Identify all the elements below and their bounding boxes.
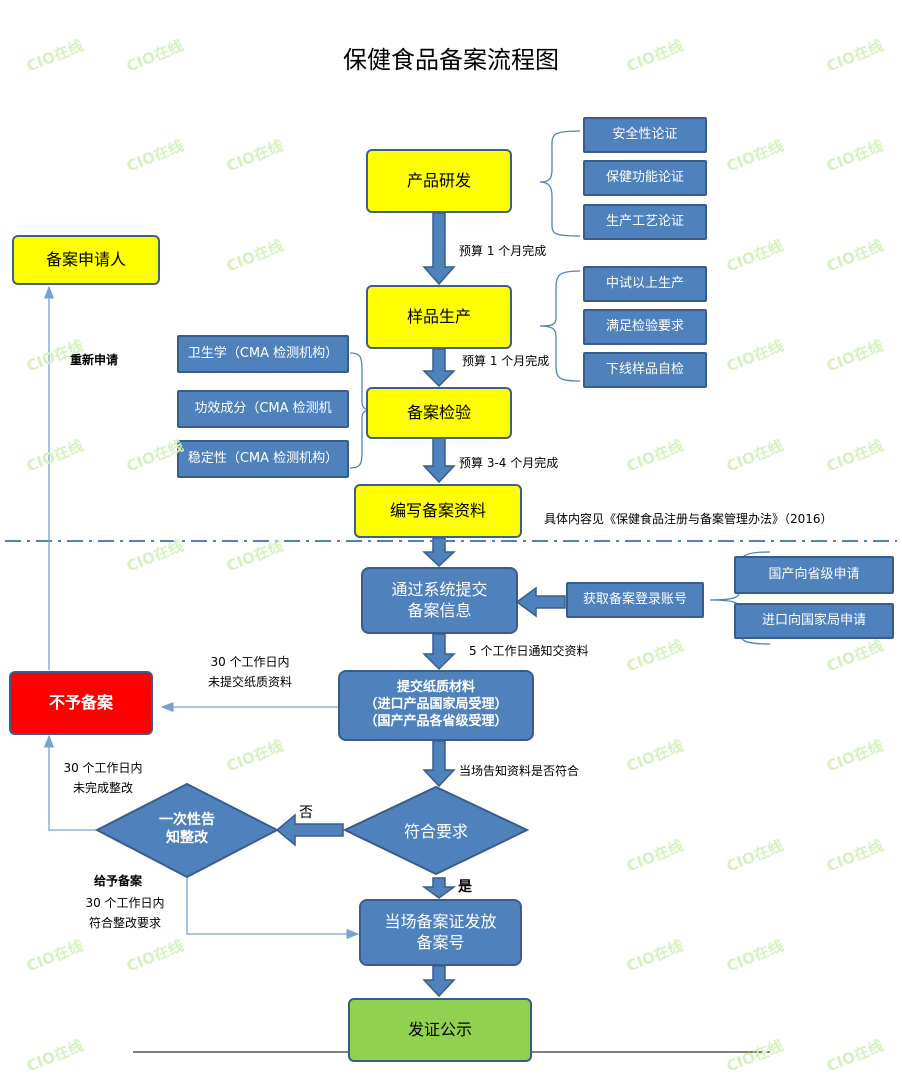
account-box: 获取备案登录账号 <box>566 582 704 618</box>
decision-one-time-notice-label: 一次性告 知整改 <box>159 812 215 847</box>
production-item: 满足检验要求 <box>583 309 707 345</box>
arrow-paper-to-decision <box>422 740 456 788</box>
label-no: 否 <box>299 805 313 821</box>
node-publicize: 发证公示 <box>348 998 532 1062</box>
production-item: 下线样品自检 <box>583 352 707 388</box>
label-no-paper: 30 个工作日内 未提交纸质资料 <box>207 655 292 689</box>
inspection-item: 稳定性（CMA 检测机构） <box>177 440 349 478</box>
inspection-item: 功效成分（CMA 检测机 <box>177 390 349 428</box>
label-no-fix: 30 个工作日内 未完成整改 <box>63 761 143 795</box>
arrow-inspection-to-docs <box>422 437 456 484</box>
arrow-rd-to-sample <box>422 212 456 286</box>
label-on-site-notice: 当场告知资料是否符合 <box>459 764 580 778</box>
arrow-sample-to-inspection <box>422 348 456 388</box>
node-applicant: 备案申请人 <box>12 235 160 285</box>
arrow-decision-to-notice <box>275 813 344 847</box>
label-production-budget: 预算 1 个月完成 <box>462 354 550 368</box>
decision-meets-requirements <box>342 785 530 876</box>
line-notice-to-rejected <box>43 734 97 831</box>
label-regulation-note: 具体内容见《保健食品注册与备案管理办法》（2016） <box>544 512 833 526</box>
arrow-docs-to-submit <box>422 537 456 568</box>
node-submit-paper: 提交纸质材料 （进口产品国家局受理） （国产产品各省级受理） <box>338 670 534 741</box>
label-grant-detail: 30 个工作日内 符合整改要求 <box>85 896 165 930</box>
node-issue-certificate: 当场备案证发放 备案号 <box>359 899 522 966</box>
production-item: 中试以上生产 <box>583 266 707 302</box>
node-rejected: 不予备案 <box>9 671 153 735</box>
bracket-production <box>539 270 581 382</box>
arrow-issue-to-publicize <box>422 965 456 998</box>
line-notice-to-issue <box>186 877 360 940</box>
diagram-title: 保健食品备案流程图 <box>343 46 559 74</box>
arrow-submit-to-paper <box>422 633 456 671</box>
node-submit-online: 通过系统提交 备案信息 <box>361 567 518 634</box>
rd-item: 安全性论证 <box>583 117 707 153</box>
node-filing-inspection: 备案检验 <box>366 387 512 439</box>
rd-item: 保健功能论证 <box>583 160 707 196</box>
node-sample-production: 样品生产 <box>366 285 512 349</box>
decision-meets-requirements-label: 符合要求 <box>403 822 468 841</box>
account-option-import: 进口向国家局申请 <box>734 603 894 639</box>
label-grant-title: 给予备案 <box>94 874 143 888</box>
rd-item: 生产工艺论证 <box>583 204 707 240</box>
account-option-domestic: 国产向省级申请 <box>734 556 894 594</box>
label-inspection-budget: 预算 3-4 个月完成 <box>459 456 559 470</box>
bracket-rd <box>539 130 581 237</box>
arrow-decision-to-issue <box>421 877 457 899</box>
label-reapply: 重新申请 <box>70 353 119 367</box>
decision-one-time-notice <box>94 782 280 879</box>
label-notify-docs: 5 个工作日通知交资料 <box>469 644 589 658</box>
label-rd-budget: 预算 1 个月完成 <box>459 244 547 258</box>
label-yes: 是 <box>458 879 472 895</box>
inspection-item: 卫生学（CMA 检测机构） <box>177 335 349 373</box>
arrow-account-to-submit <box>515 586 566 618</box>
node-prepare-docs: 编写备案资料 <box>354 484 522 538</box>
node-product-rd: 产品研发 <box>366 149 512 213</box>
